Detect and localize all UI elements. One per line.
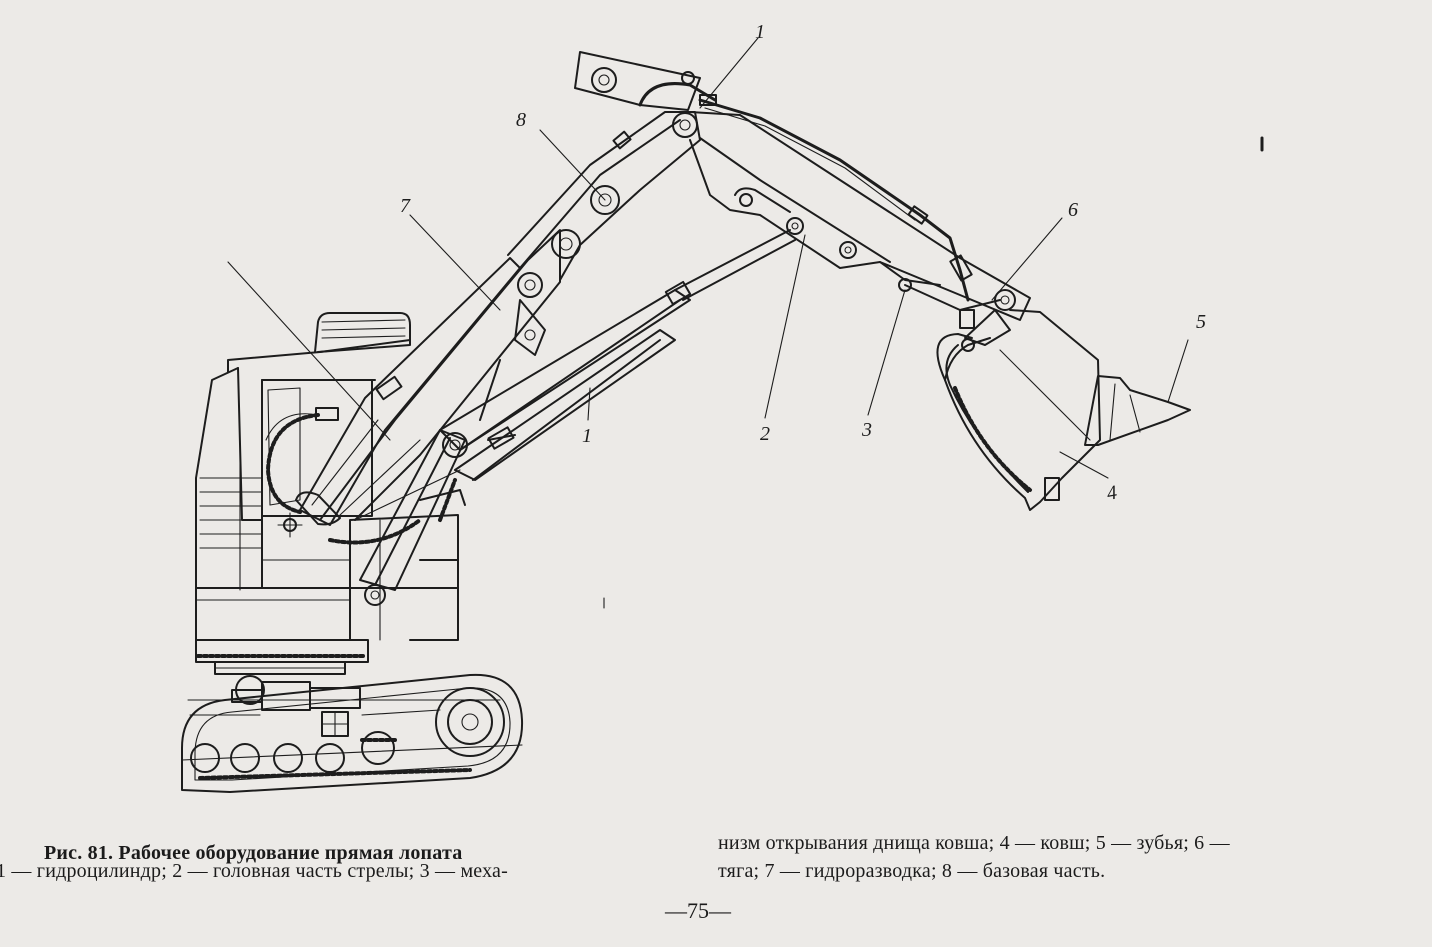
boom-hose — [698, 94, 973, 302]
boom-head-part — [689, 111, 1031, 321]
boom-ram — [359, 429, 468, 606]
figure-caption-title: Рис. 81. Рабочее оборудование прямая лоп… — [44, 842, 463, 864]
drive-sprocket — [435, 687, 505, 757]
base-boom — [277, 229, 561, 538]
callout-3: 3 — [861, 419, 872, 441]
page-number: —75— — [665, 898, 731, 923]
callout-1-cylinder: 1 — [582, 425, 592, 447]
boom-arm — [507, 51, 717, 356]
lift-cylinder — [439, 229, 796, 481]
callout-8: 8 — [516, 109, 526, 131]
callout-6: 6 — [1068, 199, 1078, 221]
callout-7: 7 — [400, 195, 411, 217]
hydraulic-hoses — [265, 407, 422, 545]
callout-4: 4 — [1105, 482, 1119, 505]
bucket-link — [904, 284, 1016, 352]
figure-caption-line-3: низм открывания днища ковша; 4 — ковш; 5… — [718, 832, 1230, 854]
operator-cab — [314, 312, 411, 353]
boom-head-bracket — [574, 51, 701, 111]
figure-caption-line-4: тяга; 7 — гидроразводка; 8 — базовая час… — [718, 860, 1106, 882]
figure-caption-line-2: 1 — гидроцилиндр; 2 — головная часть стр… — [0, 860, 508, 882]
bucket — [936, 309, 1191, 511]
crawler-track — [181, 673, 524, 793]
callout-5: 5 — [1196, 311, 1206, 333]
callout-leaders — [227, 37, 1189, 479]
callout-1-top: 1 — [755, 21, 765, 43]
track-roller — [190, 743, 220, 773]
upper-structure — [195, 312, 459, 641]
callout-2: 2 — [760, 423, 770, 445]
slewing-ring — [195, 639, 369, 675]
